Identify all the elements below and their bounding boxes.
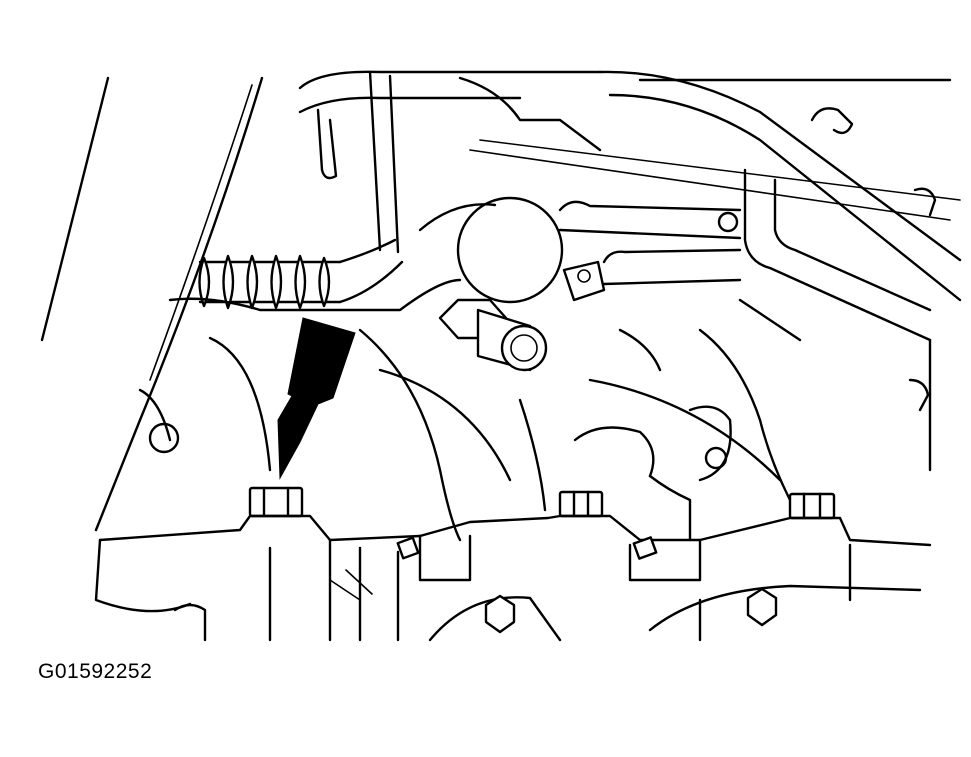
- stud-nut: [248, 486, 836, 520]
- figure-id-label: G01592252: [38, 660, 153, 683]
- clip: [743, 107, 937, 472]
- engine-exhaust-manifold-diagram: [40, 70, 962, 642]
- hose: [198, 238, 404, 310]
- upper-tube: [298, 70, 962, 302]
- heat-shield-bracket: [573, 405, 732, 542]
- exhaust-manifold: [138, 278, 802, 542]
- left-body-edge: [40, 76, 264, 532]
- oxygen-sensor: [418, 196, 742, 372]
- indicator-arrow: [277, 317, 356, 480]
- cylinder-head-flange: [94, 514, 932, 642]
